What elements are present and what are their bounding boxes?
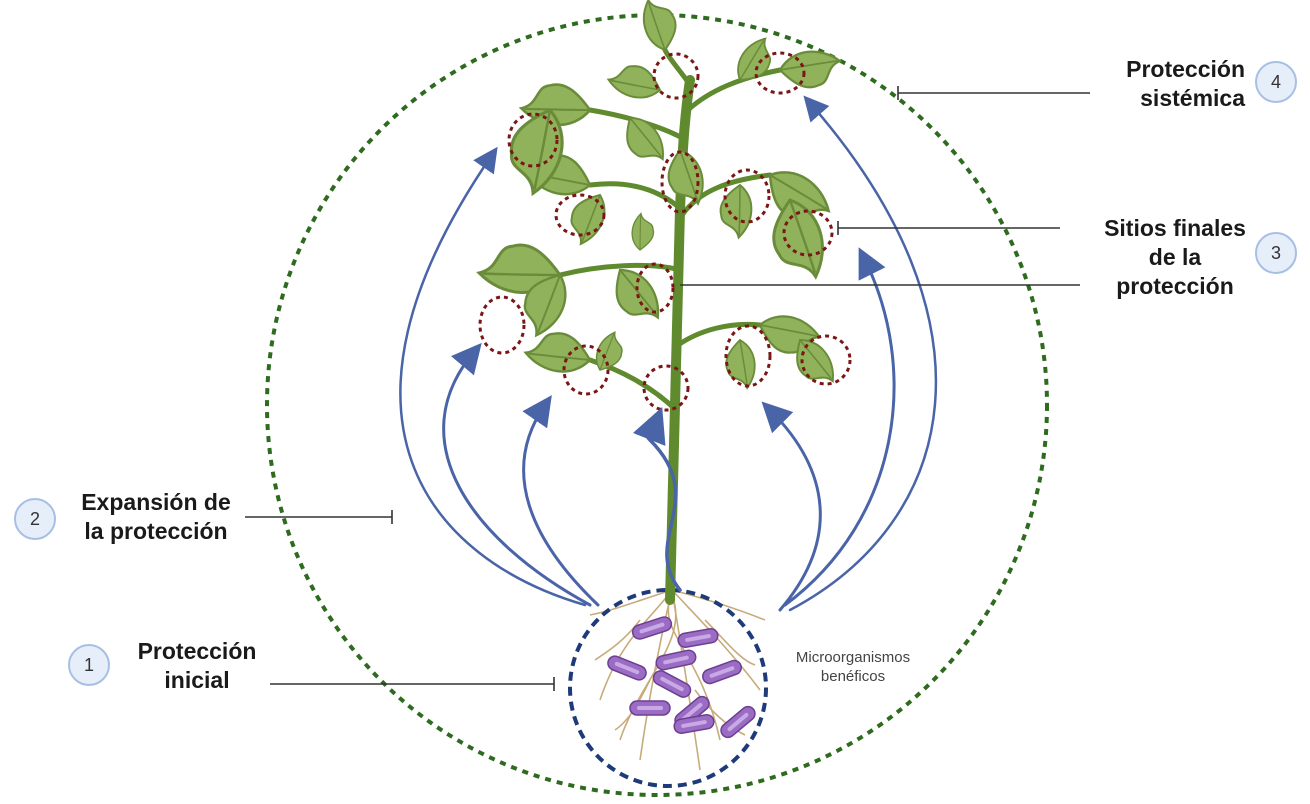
step-1-line-1: Protección — [122, 637, 272, 666]
step-3-line-2: de la — [1085, 243, 1265, 272]
step-2-line-2: la protección — [72, 517, 240, 546]
microbes-label: Microorganismos benéficos — [768, 648, 938, 686]
step-2-line-1: Expansión de — [72, 488, 240, 517]
step-3-line-1: Sitios finales — [1085, 214, 1265, 243]
microbes-line-1: Microorganismos — [768, 648, 938, 667]
step-4-line-1: Protección — [1110, 55, 1245, 84]
step-2-label: Expansión de la protección — [72, 488, 240, 546]
step-1-badge: 1 — [68, 644, 110, 686]
step-1-label: Protección inicial — [122, 637, 272, 695]
step-2-badge: 2 — [14, 498, 56, 540]
step-4-line-2: sistémica — [1110, 84, 1245, 113]
step-1-line-2: inicial — [122, 666, 272, 695]
step-3-label: Sitios finales de la protección — [1085, 214, 1265, 301]
microbes-line-2: benéficos — [768, 667, 938, 686]
step-3-badge: 3 — [1255, 232, 1297, 274]
step-3-line-3: protección — [1085, 272, 1265, 301]
step-4-badge: 4 — [1255, 61, 1297, 103]
step-4-label: Protección sistémica — [1110, 55, 1245, 113]
